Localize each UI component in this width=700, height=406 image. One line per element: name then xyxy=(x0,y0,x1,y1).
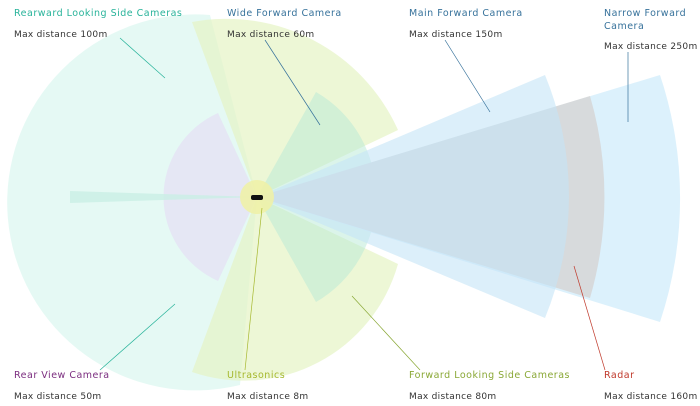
leader-radar xyxy=(573,265,606,371)
ultrasonics-distance: Max distance 8m xyxy=(227,392,309,402)
main-forward-camera-label: Main Forward Camera xyxy=(409,8,523,19)
leader-rear-view xyxy=(99,303,176,371)
wide-forward-camera-distance: Max distance 60m xyxy=(227,30,315,40)
leader-main-forward xyxy=(444,39,491,113)
radar-label: Radar xyxy=(604,370,635,381)
forward-side-camera-distance: Max distance 80m xyxy=(409,392,497,402)
leader-ultrasonics xyxy=(244,207,263,371)
leader-forward-side xyxy=(351,295,421,371)
main-forward-camera-distance: Max distance 150m xyxy=(409,30,503,40)
forward-side-camera-label: Forward Looking Side Cameras xyxy=(409,370,570,381)
radar-distance: Max distance 160m xyxy=(604,392,698,402)
rearward-side-camera-zone xyxy=(7,14,258,391)
rear-view-camera-distance: Max distance 50m xyxy=(14,392,102,402)
main-forward-camera-zone xyxy=(257,75,569,318)
wide-forward-camera-label: Wide Forward Camera xyxy=(227,8,342,19)
rear-view-thin-band xyxy=(70,191,257,203)
rearward-side-camera-label: Rearward Looking Side Cameras xyxy=(14,8,183,19)
rear-view-camera-label: Rear View Camera xyxy=(14,370,110,381)
ultrasonics-label: Ultrasonics xyxy=(227,370,286,381)
narrow-forward-camera-label: Narrow Forward Camera xyxy=(604,8,687,32)
leader-rearward-side xyxy=(119,37,166,79)
narrow-forward-camera-distance: Max distance 250m xyxy=(604,42,698,52)
rearward-side-camera-distance: Max distance 100m xyxy=(14,30,108,40)
leader-wide-forward xyxy=(264,39,321,126)
car-icon xyxy=(251,195,263,200)
